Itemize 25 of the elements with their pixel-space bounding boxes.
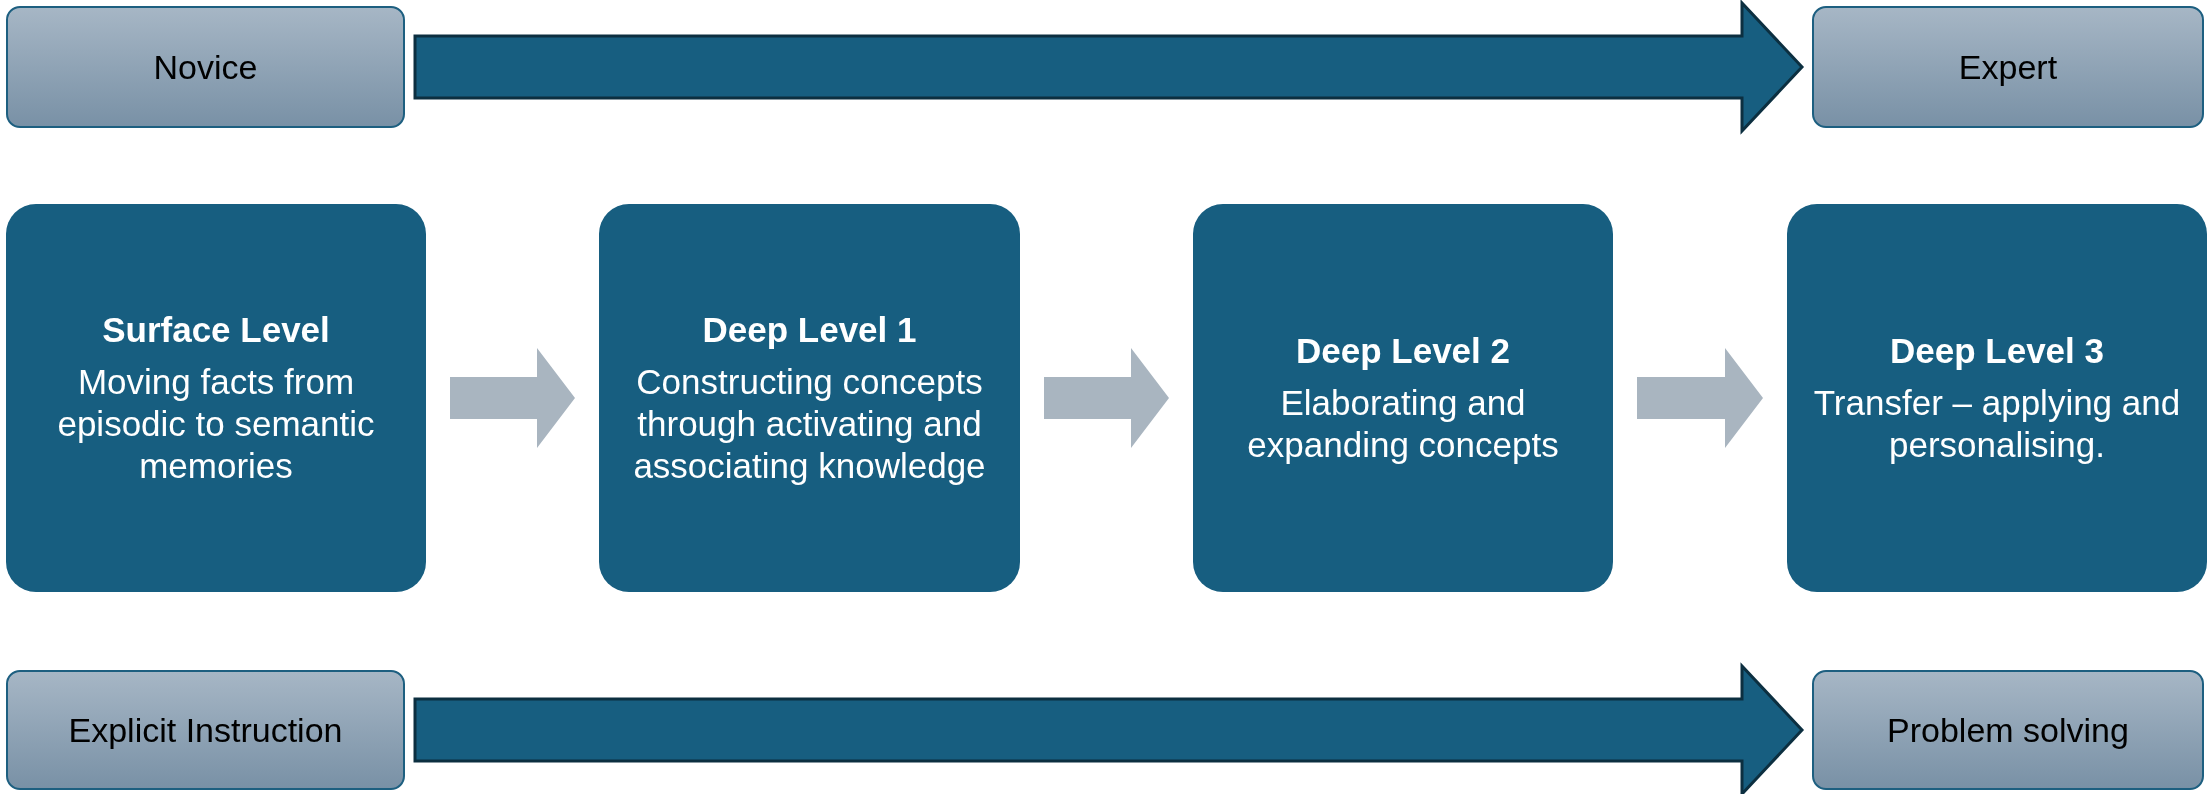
block-arrow xyxy=(450,348,575,448)
stage-label: Problem solving xyxy=(1887,709,2129,751)
level-description: Moving facts from episodic to semantic memories xyxy=(56,361,376,487)
block-arrow xyxy=(1044,348,1169,448)
block-arrow xyxy=(413,0,1805,135)
stage-box xyxy=(1812,670,2204,790)
level-box xyxy=(1787,204,2207,592)
block-arrow xyxy=(1637,348,1763,448)
level-box xyxy=(599,204,1020,592)
stage-label: Novice xyxy=(153,46,258,88)
level-heading: Deep Level 2 xyxy=(1296,330,1510,372)
stage-box xyxy=(1812,6,2204,128)
stage-box xyxy=(6,670,405,790)
level-description: Elaborating and expanding concepts xyxy=(1246,382,1560,466)
level-heading: Surface Level xyxy=(102,309,330,351)
level-box xyxy=(6,204,426,592)
level-description: Constructing concepts through activating and associating knowledge xyxy=(632,361,987,487)
block-arrow xyxy=(413,662,1805,794)
stage-label: Explicit Instruction xyxy=(68,709,343,751)
level-box xyxy=(1193,204,1613,592)
stage-label: Expert xyxy=(1958,46,2058,88)
level-description: Transfer – applying and personalising. xyxy=(1812,382,2182,466)
stage-box xyxy=(6,6,405,128)
level-heading: Deep Level 1 xyxy=(702,309,917,351)
level-heading: Deep Level 3 xyxy=(1890,330,2104,372)
